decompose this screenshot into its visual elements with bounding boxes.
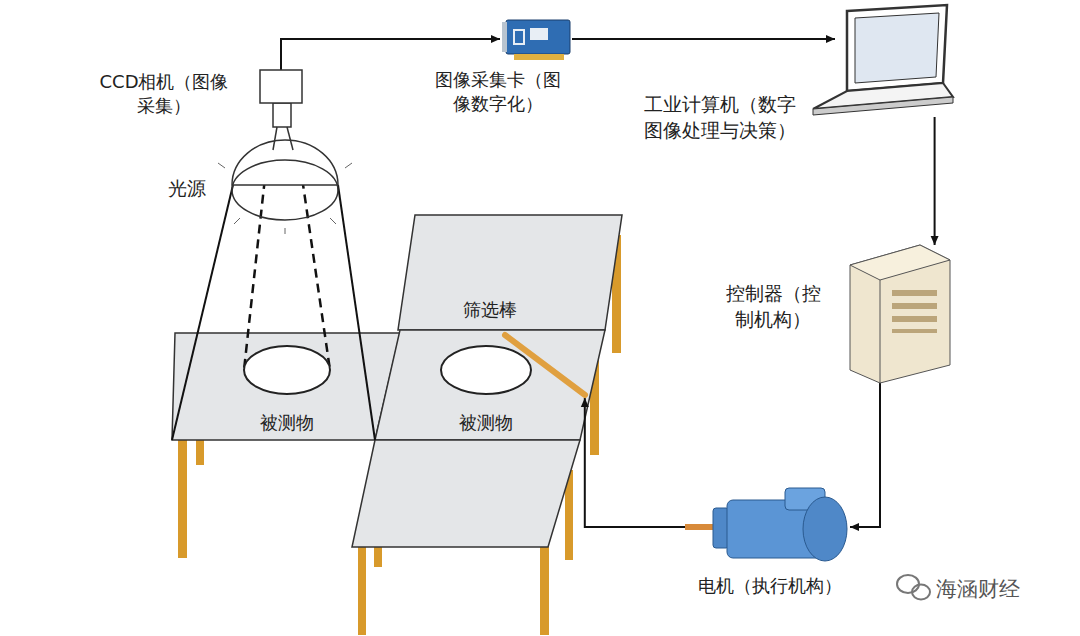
node-label: 电机（执行机构） <box>670 574 870 598</box>
camera-box-icon <box>260 70 302 103</box>
node-label: 被测物 <box>238 411 336 435</box>
measured-object-icon <box>440 345 532 395</box>
capture-card-icon <box>500 18 572 60</box>
node-label: 筛选棒 <box>463 298 543 322</box>
light-source <box>218 140 352 234</box>
node-label: 图像采集卡（图像数字化） <box>432 68 564 117</box>
connector-arrow <box>934 117 936 245</box>
node-label: 工业计算机（数字图像处理与决策） <box>640 92 800 143</box>
node-label: CCD相机（图像采集） <box>98 70 230 119</box>
connector-arrow <box>585 398 685 527</box>
industrial-computer-icon <box>835 5 955 117</box>
motor: 电机（执行机构） <box>685 488 850 566</box>
measured-object: 被测物 <box>243 345 331 395</box>
capture-card: 图像采集卡（图像数字化） <box>500 18 572 60</box>
connector-arrow <box>572 38 835 40</box>
node-label: 控制器（控制机构） <box>720 281 826 332</box>
camera-lens <box>273 103 293 150</box>
controller-box-icon <box>850 245 950 383</box>
motor-icon <box>685 488 850 566</box>
watermark: 海涵财经 <box>936 575 1020 603</box>
industrial-computer: 工业计算机（数字图像处理与决策） <box>835 5 955 117</box>
node-label: 被测物 <box>437 411 535 435</box>
table-plates <box>172 215 622 547</box>
camera-box: CCD相机（图像采集） <box>260 70 302 103</box>
measured-object: 被测物 <box>440 345 532 395</box>
measured-object-icon <box>243 345 331 395</box>
watermark-icon <box>897 575 930 600</box>
connector-arrow <box>850 383 880 527</box>
connector-arrow <box>281 39 500 70</box>
light-source-label: 光源 <box>168 176 206 202</box>
controller-box: 控制器（控制机构） <box>850 245 950 383</box>
